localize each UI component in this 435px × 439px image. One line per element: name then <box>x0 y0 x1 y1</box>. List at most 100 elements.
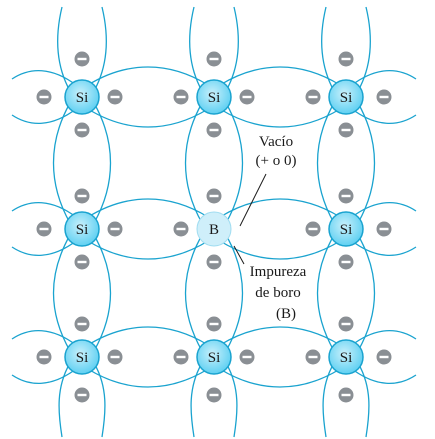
impurity-pointer-line <box>233 245 245 265</box>
bond-line <box>52 102 71 224</box>
bond-line <box>52 234 71 352</box>
atom-label: Si <box>76 90 89 106</box>
bond-line <box>357 6 372 92</box>
impurity-label-line3: (B) <box>276 306 296 322</box>
atom-label: Si <box>340 350 353 366</box>
silicon-atom: Si <box>328 211 364 247</box>
electron-icon <box>172 88 190 106</box>
covalent-bond-lines <box>11 6 417 438</box>
bond-line <box>357 362 370 438</box>
bond-line <box>225 362 238 438</box>
electron-icon <box>205 253 223 271</box>
electron-icon <box>304 88 322 106</box>
bond-line <box>225 102 244 224</box>
hole-label-line2: (+ o 0) <box>256 153 297 169</box>
bond-line <box>87 66 209 86</box>
atom-label: Si <box>208 90 221 106</box>
silicon-atom: Si <box>196 339 232 375</box>
impurity-label-line2: de boro <box>255 285 300 301</box>
bond-line <box>357 234 376 352</box>
silicon-atom: Si <box>64 339 100 375</box>
bond-line <box>188 6 203 92</box>
electron-icon <box>304 220 322 238</box>
bond-line <box>219 66 341 86</box>
impurity-annotation: Impureza de boro (B) <box>233 245 307 322</box>
electron-icon <box>238 88 256 106</box>
electron-icon <box>106 88 124 106</box>
electron-icon <box>337 253 355 271</box>
bond-line <box>11 240 77 257</box>
bond-line <box>56 6 71 92</box>
bond-line <box>219 240 341 260</box>
atom-label: Si <box>340 90 353 106</box>
bond-line <box>190 362 203 438</box>
bond-line <box>184 234 203 352</box>
bond-line <box>351 368 417 385</box>
atom-label: Si <box>76 350 89 366</box>
bond-line <box>11 69 77 86</box>
bond-line <box>316 102 335 224</box>
atom-label: Si <box>76 222 89 238</box>
electron-icon <box>205 50 223 68</box>
bond-line <box>316 234 335 352</box>
bond-line <box>58 362 71 438</box>
bond-line <box>351 240 417 257</box>
electron-icon <box>172 220 190 238</box>
electron-icon <box>375 88 393 106</box>
atom-label: Si <box>208 350 221 366</box>
bond-line <box>219 198 341 218</box>
bond-line <box>93 362 106 438</box>
bond-line <box>219 326 341 346</box>
bond-line <box>225 6 240 92</box>
electron-icon <box>205 121 223 139</box>
bond-line <box>351 329 417 346</box>
electron-icon <box>205 187 223 205</box>
electron-icon <box>304 348 322 366</box>
electron-icon <box>73 253 91 271</box>
bond-line <box>87 108 209 128</box>
silicon-atom: Si <box>196 79 232 115</box>
silicon-atom: Si <box>328 339 364 375</box>
electron-icon <box>337 121 355 139</box>
electron-icon <box>337 315 355 333</box>
bond-line <box>357 102 376 224</box>
bond-line <box>87 198 209 218</box>
electron-icon <box>73 187 91 205</box>
bond-line <box>320 6 335 92</box>
bond-line <box>11 368 77 385</box>
electron-icon <box>106 348 124 366</box>
bond-line <box>93 102 112 224</box>
electron-icon <box>73 50 91 68</box>
bond-line <box>93 234 112 352</box>
electron-icon <box>73 121 91 139</box>
bond-line <box>225 234 244 352</box>
bond-line <box>87 240 209 260</box>
bond-line <box>351 108 417 125</box>
electron-icon <box>172 348 190 366</box>
bond-line <box>11 108 77 125</box>
boron-atom: B <box>196 211 232 247</box>
hole-pointer-line <box>239 173 267 227</box>
electron-icon <box>375 348 393 366</box>
bond-line <box>87 326 209 346</box>
silicon-atom: Si <box>64 211 100 247</box>
electron-icon <box>205 386 223 404</box>
electron-icon <box>337 187 355 205</box>
bond-line <box>184 102 203 224</box>
electron-icon <box>73 386 91 404</box>
silicon-atom: Si <box>64 79 100 115</box>
electron-icon <box>337 50 355 68</box>
bond-line <box>351 69 417 86</box>
electron-icon <box>73 315 91 333</box>
bond-line <box>351 201 417 218</box>
electron-icon <box>106 220 124 238</box>
atom-label: B <box>209 222 219 238</box>
atom-label: Si <box>340 222 353 238</box>
bond-line <box>11 329 77 346</box>
electron-icon <box>205 315 223 333</box>
valence-electrons <box>35 50 393 404</box>
electron-icon <box>35 220 53 238</box>
electron-icon <box>35 88 53 106</box>
